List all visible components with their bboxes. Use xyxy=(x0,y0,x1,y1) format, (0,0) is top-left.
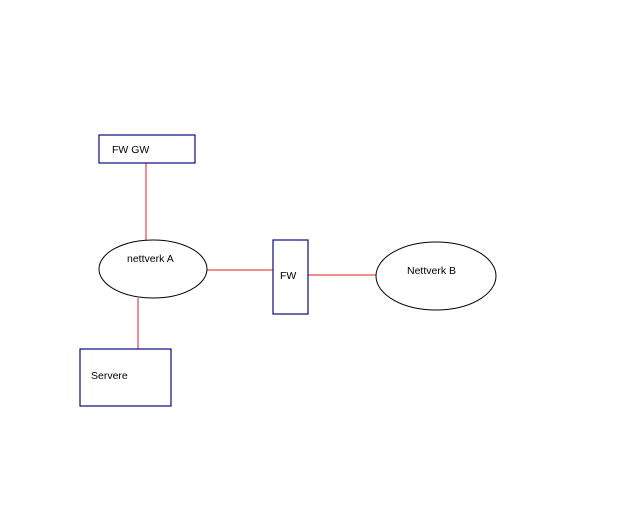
node-nettverk-b: Nettverk B xyxy=(375,241,497,311)
nettverk-b-label: Nettverk B xyxy=(407,265,456,277)
nettverk-a-ellipse xyxy=(98,239,208,299)
nettverk-b-ellipse xyxy=(375,241,497,311)
node-fw-gw: FW GW xyxy=(98,134,196,164)
node-nettverk-a: nettverk A xyxy=(98,239,208,299)
fw-gw-label: FW GW xyxy=(112,144,149,156)
servere-box xyxy=(79,348,172,407)
node-fw: FW xyxy=(272,239,309,315)
node-servere: Servere xyxy=(79,348,172,407)
fw-label: FW xyxy=(280,270,296,282)
fw-box xyxy=(272,239,309,315)
servere-label: Servere xyxy=(91,370,128,382)
fw-gw-box xyxy=(98,134,196,164)
nettverk-a-label: nettverk A xyxy=(127,253,174,265)
